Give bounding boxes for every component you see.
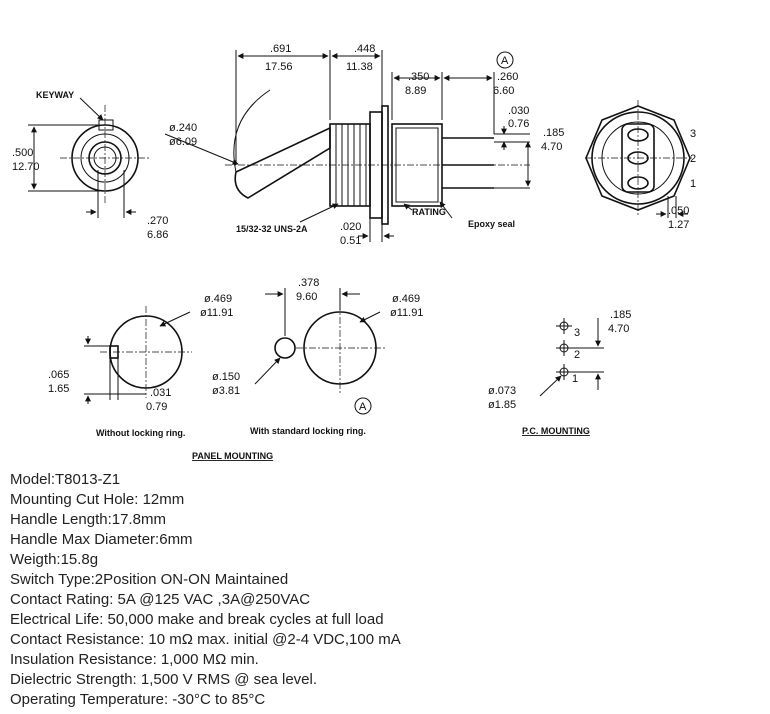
dim-1270: 12.70 [12, 161, 40, 173]
panel-dim-165: 1.65 [48, 383, 69, 395]
spec-contact-resistance: Contact Resistance: 10 mΩ max. initial @… [10, 631, 401, 648]
rear-pin-2: 2 [690, 153, 696, 165]
rear-pin-3: 3 [690, 128, 696, 140]
panel-dim-065: .065 [48, 369, 69, 381]
panel-dim-378: .378 [298, 277, 319, 289]
panel-dim-031: .031 [150, 387, 171, 399]
spec-handle-diameter: Handle Max Diameter:6mm [10, 531, 193, 548]
spec-dielectric-strength: Dielectric Strength: 1,500 V RMS @ sea l… [10, 671, 318, 688]
dim-660: 6.60 [493, 85, 514, 97]
spec-contact-rating: Contact Rating: 5A @125 VAC ,3A@250VAC [10, 591, 311, 608]
dim-051: 0.51 [340, 235, 361, 247]
panel-dim-960: 9.60 [296, 291, 317, 303]
spec-switch-type: Switch Type:2Position ON-ON Maintained [10, 571, 289, 588]
caption-without-ring: Without locking ring. [96, 428, 185, 438]
dim-050: .050 [668, 205, 689, 217]
dim-076: 0.76 [508, 118, 529, 130]
keyway-label: KEYWAY [36, 90, 74, 100]
dim-609: ø6.09 [169, 136, 197, 148]
panel-dim-469a: ø.469 [204, 293, 232, 305]
rear-pin-1: 1 [690, 178, 696, 190]
panel-cutout-with-ring [254, 288, 386, 415]
panel-dim-1191a: ø11.91 [200, 307, 233, 319]
reference-a-label: A [501, 55, 509, 67]
caption-with-ring: With standard locking ring. [250, 426, 366, 436]
pc-dim-185b: ø1.85 [488, 399, 516, 411]
specification-list: Model:T8013-Z1 Mounting Cut Hole: 12mm H… [10, 470, 750, 710]
pc-dim-470: 4.70 [608, 323, 629, 335]
thread-label: 15/32-32 UNS-2A [236, 224, 308, 234]
panel-dim-1191b: ø11.91 [390, 307, 423, 319]
pc-mounting-title: P.C. MOUNTING [522, 426, 590, 436]
pc-pin-2: 2 [574, 349, 580, 361]
dim-1756: 17.56 [265, 61, 293, 73]
dim-127: 1.27 [668, 219, 689, 231]
spec-operating-temperature: Operating Temperature: -30°C to 85°C [10, 691, 266, 708]
pc-pin-1: 1 [572, 373, 578, 385]
pc-mounting-pattern [539, 318, 604, 397]
panel-cutout-without-ring [84, 306, 192, 404]
dim-1138: 11.38 [346, 61, 373, 73]
spec-insulation-resistance: Insulation Resistance: 1,000 MΩ min. [10, 651, 259, 668]
dim-500: .500 [12, 147, 33, 159]
panel-dim-150: ø.150 [212, 371, 240, 383]
dim-691: .691 [270, 43, 291, 55]
dim-240: ø.240 [169, 122, 197, 134]
rear-view [585, 100, 692, 218]
pc-dim-073: ø.073 [488, 385, 516, 397]
pc-pin-3: 3 [574, 327, 580, 339]
spec-cut-hole: Mounting Cut Hole: 12mm [10, 491, 185, 508]
spec-electrical-life: Electrical Life: 50,000 make and break c… [10, 611, 384, 628]
panel-mounting-title: PANEL MOUNTING [192, 451, 273, 461]
dim-470: 4.70 [541, 141, 562, 153]
dim-030: .030 [508, 105, 529, 117]
panel-dim-469b: ø.469 [392, 293, 420, 305]
spec-weight: Weigth:15.8g [10, 551, 99, 568]
rating-label: RATING [412, 207, 446, 217]
dim-686: 6.86 [147, 229, 168, 241]
dim-350: .350 [408, 71, 429, 83]
dim-260: .260 [497, 71, 518, 83]
epoxy-seal-label: Epoxy seal [468, 219, 515, 229]
dim-185: .185 [543, 127, 564, 139]
dim-270: .270 [147, 215, 168, 227]
pc-dim-185: .185 [610, 309, 631, 321]
panel-reference-a: A [359, 401, 367, 413]
panel-dim-381: ø3.81 [212, 385, 240, 397]
spec-handle-length: Handle Length:17.8mm [10, 511, 166, 528]
panel-dim-079: 0.79 [146, 401, 167, 413]
switch-dimension-drawing: KEYWAY .500 12.70 .270 6.86 [12, 43, 696, 461]
dim-020: .020 [340, 221, 361, 233]
dim-448: .448 [354, 43, 375, 55]
front-view [28, 97, 150, 218]
spec-model: Model:T8013-Z1 [10, 471, 121, 488]
dim-889: 8.89 [405, 85, 426, 97]
side-view [164, 50, 531, 242]
